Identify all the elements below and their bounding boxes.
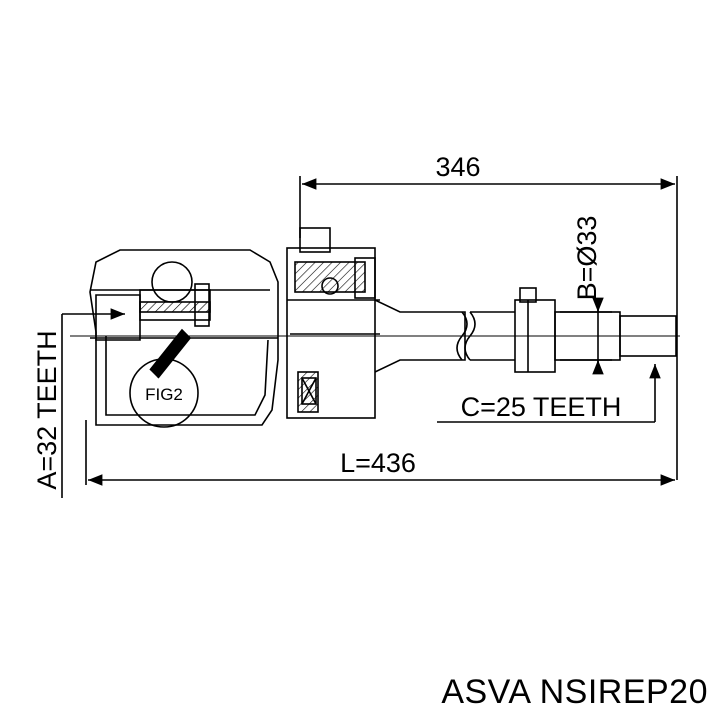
outer-housing-shoulder <box>95 294 141 341</box>
part-caption: ASVA NSIREP20 <box>441 673 708 711</box>
bearing-x-box <box>301 377 317 405</box>
bearing-x-2 <box>301 377 317 405</box>
dim-346-text: 346 <box>435 152 480 182</box>
dim-b-text: B=Ø33 <box>572 216 602 301</box>
dim-l-text: L=436 <box>340 448 416 478</box>
fig2-label: FIG2 <box>145 385 183 404</box>
boot-side-block <box>354 257 376 299</box>
outer-housing <box>89 249 279 426</box>
fig2-arrow <box>149 328 192 379</box>
shaft-neck <box>374 299 466 373</box>
shaft-break-left <box>456 311 468 361</box>
boot-hatch-top <box>294 261 366 293</box>
dim-a-text: A=32 TEETH <box>32 330 62 489</box>
outer-housing-inner <box>105 336 269 416</box>
dim-c-text: C=25 TEETH <box>461 392 622 422</box>
bearing-top-cap <box>299 227 331 253</box>
bearing-hatch-block <box>139 301 211 313</box>
bearing-ring <box>321 277 339 295</box>
bearing-cap <box>194 283 210 327</box>
spline-end <box>619 315 677 357</box>
bearing-ball <box>151 261 193 303</box>
boot-outer <box>286 247 376 419</box>
shaft-break-right <box>464 311 476 361</box>
outline-group <box>61 176 680 498</box>
